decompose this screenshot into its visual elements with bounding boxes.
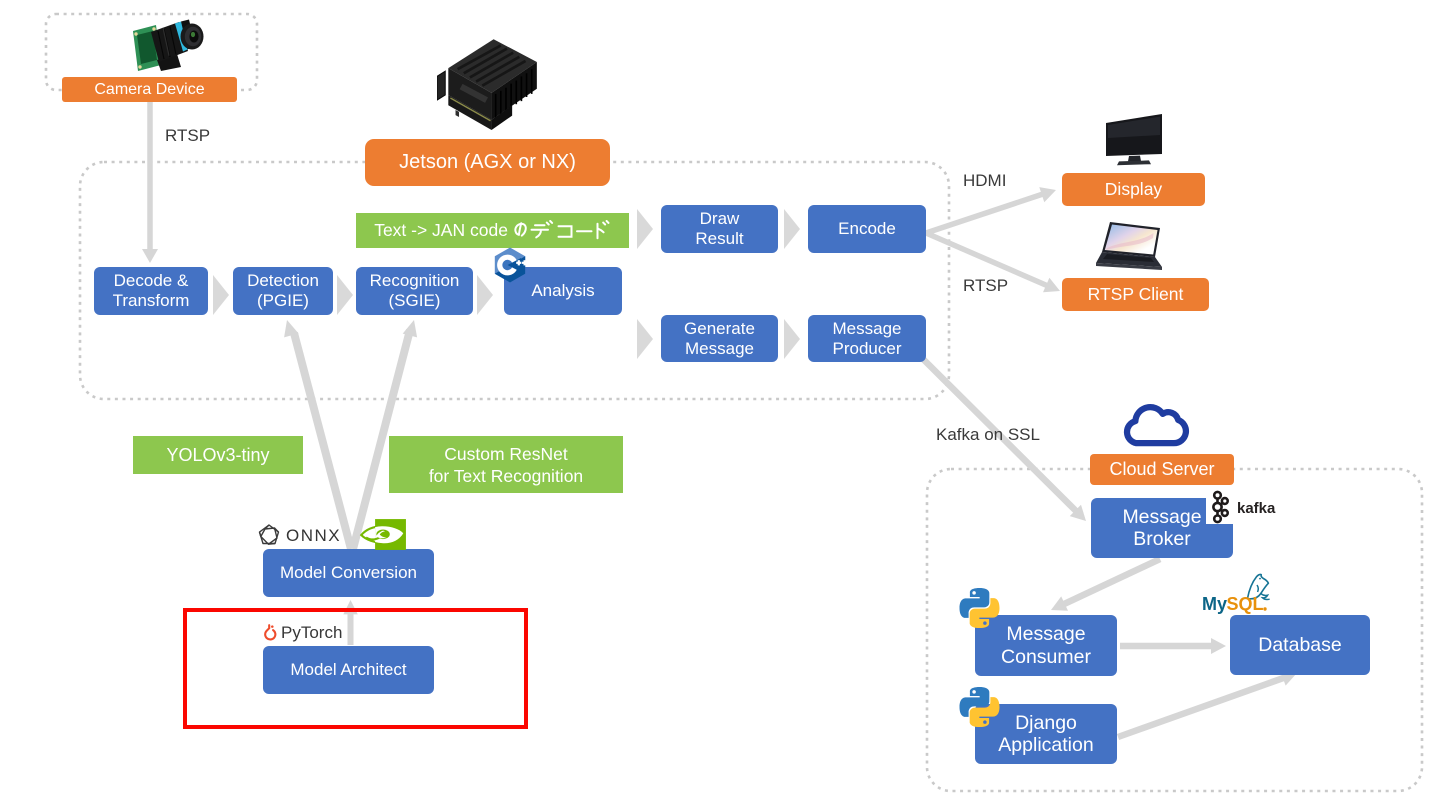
svg-text:SQL: SQL — [1227, 594, 1264, 614]
svg-text:My: My — [1202, 594, 1227, 614]
